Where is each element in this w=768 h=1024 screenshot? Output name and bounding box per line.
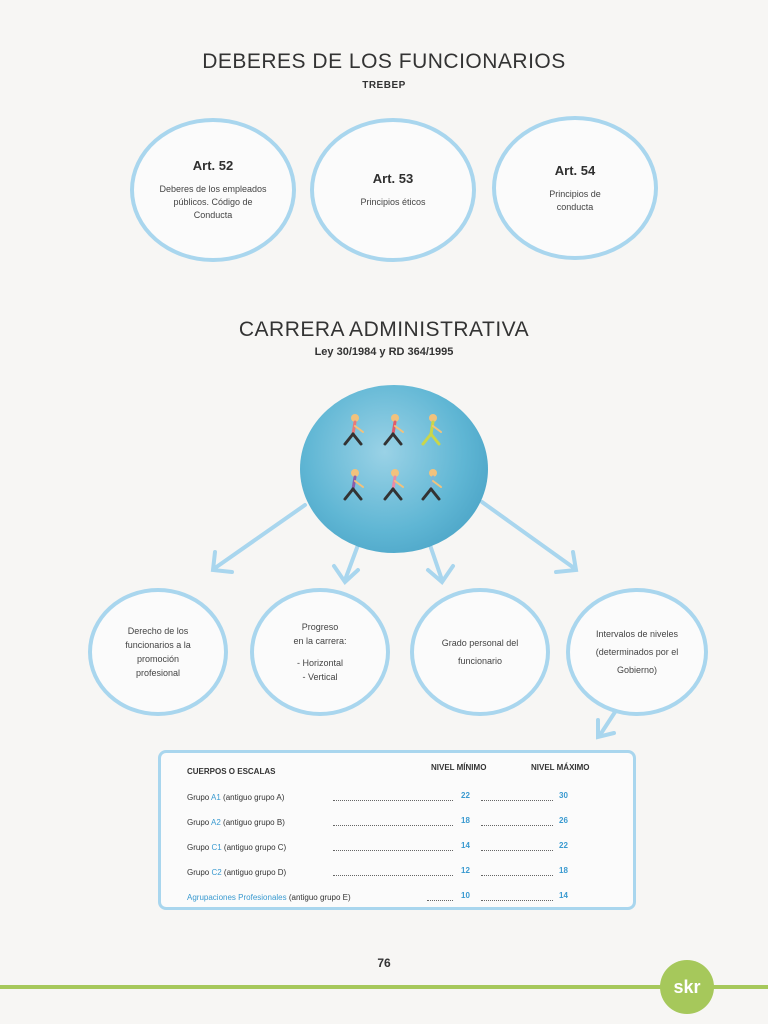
circle-grado-personal: Grado personal del funcionario bbox=[410, 588, 550, 716]
table-header-nivel-minimo: NIVEL MÍNIMO bbox=[431, 763, 486, 772]
circle-derecho-promocion: Derecho de los funcionarios a la promoci… bbox=[88, 588, 228, 716]
table-header-nivel-maximo: NIVEL MÁXIMO bbox=[531, 763, 590, 772]
circle-line: funcionario bbox=[444, 654, 516, 668]
nivel-minimo-value: 18 bbox=[461, 816, 470, 825]
table-row: Grupo A1 (antiguo grupo A) bbox=[187, 793, 284, 802]
circle-line: profesional bbox=[122, 666, 194, 680]
circle-line: Intervalos de niveles bbox=[590, 625, 684, 643]
row-prefix: Grupo bbox=[187, 793, 211, 802]
circle-progreso-carrera: Progreso en la carrera: - Horizontal - V… bbox=[250, 588, 390, 716]
dotted-leader bbox=[333, 843, 453, 851]
nivel-maximo-value: 30 bbox=[559, 791, 568, 800]
skr-logo: skr bbox=[660, 960, 714, 1014]
runner bbox=[385, 469, 403, 499]
row-group-code: C2 bbox=[211, 868, 221, 877]
circle-line: Derecho de los bbox=[114, 624, 203, 638]
nivel-maximo-value: 14 bbox=[559, 891, 568, 900]
dotted-leader bbox=[481, 843, 553, 851]
row-group-code: A1 bbox=[211, 793, 221, 802]
nivel-minimo-value: 12 bbox=[461, 866, 470, 875]
page-number: 76 bbox=[0, 956, 768, 970]
circle-line: Gobierno) bbox=[611, 661, 663, 679]
table-row: Grupo A2 (antiguo grupo B) bbox=[187, 818, 285, 827]
runner bbox=[423, 414, 441, 444]
dotted-leader bbox=[333, 868, 453, 876]
circle-line: Progreso bbox=[288, 620, 353, 634]
table-row: Grupo C2 (antiguo grupo D) bbox=[187, 868, 286, 877]
row-suffix: (antiguo grupo C) bbox=[222, 843, 286, 852]
circle-line: en la carrera: bbox=[279, 634, 360, 648]
circle-line bbox=[306, 648, 334, 656]
row-suffix: (antiguo grupo E) bbox=[287, 893, 351, 902]
row-group-code: A2 bbox=[211, 818, 221, 827]
row-group-code: Agrupaciones Profesionales bbox=[187, 893, 287, 902]
footer-line bbox=[0, 985, 768, 989]
dotted-leader bbox=[481, 793, 553, 801]
circle-line: promoción bbox=[123, 652, 193, 666]
row-prefix: Grupo bbox=[187, 818, 211, 827]
table-row: Grupo C1 (antiguo grupo C) bbox=[187, 843, 286, 852]
runner bbox=[423, 469, 441, 499]
table-row: Agrupaciones Profesionales (antiguo grup… bbox=[187, 893, 351, 902]
runner bbox=[345, 414, 363, 444]
circle-line: Grado personal del bbox=[428, 636, 533, 650]
nivel-maximo-value: 26 bbox=[559, 816, 568, 825]
circle-line: funcionarios a la bbox=[111, 638, 205, 652]
row-suffix: (antiguo grupo A) bbox=[221, 793, 285, 802]
runners-illustration bbox=[300, 385, 488, 553]
dotted-leader bbox=[481, 893, 553, 901]
dotted-leader bbox=[481, 868, 553, 876]
circle-line: (determinados por el bbox=[590, 643, 685, 661]
arrow-line-4 bbox=[482, 502, 574, 568]
dotted-leader bbox=[333, 818, 453, 826]
row-suffix: (antiguo grupo D) bbox=[222, 868, 286, 877]
niveles-table: CUERPOS O ESCALAS NIVEL MÍNIMO NIVEL MÁX… bbox=[158, 750, 636, 910]
runner bbox=[345, 469, 363, 499]
dotted-leader bbox=[481, 818, 553, 826]
row-suffix: (antiguo grupo B) bbox=[221, 818, 285, 827]
dotted-leader bbox=[333, 793, 453, 801]
table-header-cuerpos: CUERPOS O ESCALAS bbox=[187, 767, 275, 776]
nivel-minimo-value: 14 bbox=[461, 841, 470, 850]
arrow-line-1 bbox=[215, 505, 305, 568]
circle-line: - Horizontal bbox=[283, 656, 357, 670]
nivel-minimo-value: 10 bbox=[461, 891, 470, 900]
circle-intervalos-niveles: Intervalos de niveles (determinados por … bbox=[566, 588, 708, 716]
row-group-code: C1 bbox=[211, 843, 221, 852]
nivel-minimo-value: 22 bbox=[461, 791, 470, 800]
nivel-maximo-value: 18 bbox=[559, 866, 568, 875]
row-prefix: Grupo bbox=[187, 843, 211, 852]
runner bbox=[385, 414, 403, 444]
nivel-maximo-value: 22 bbox=[559, 841, 568, 850]
runners-icon bbox=[300, 385, 488, 553]
dotted-leader bbox=[427, 893, 453, 901]
row-prefix: Grupo bbox=[187, 868, 211, 877]
circle-line: - Vertical bbox=[288, 670, 351, 684]
